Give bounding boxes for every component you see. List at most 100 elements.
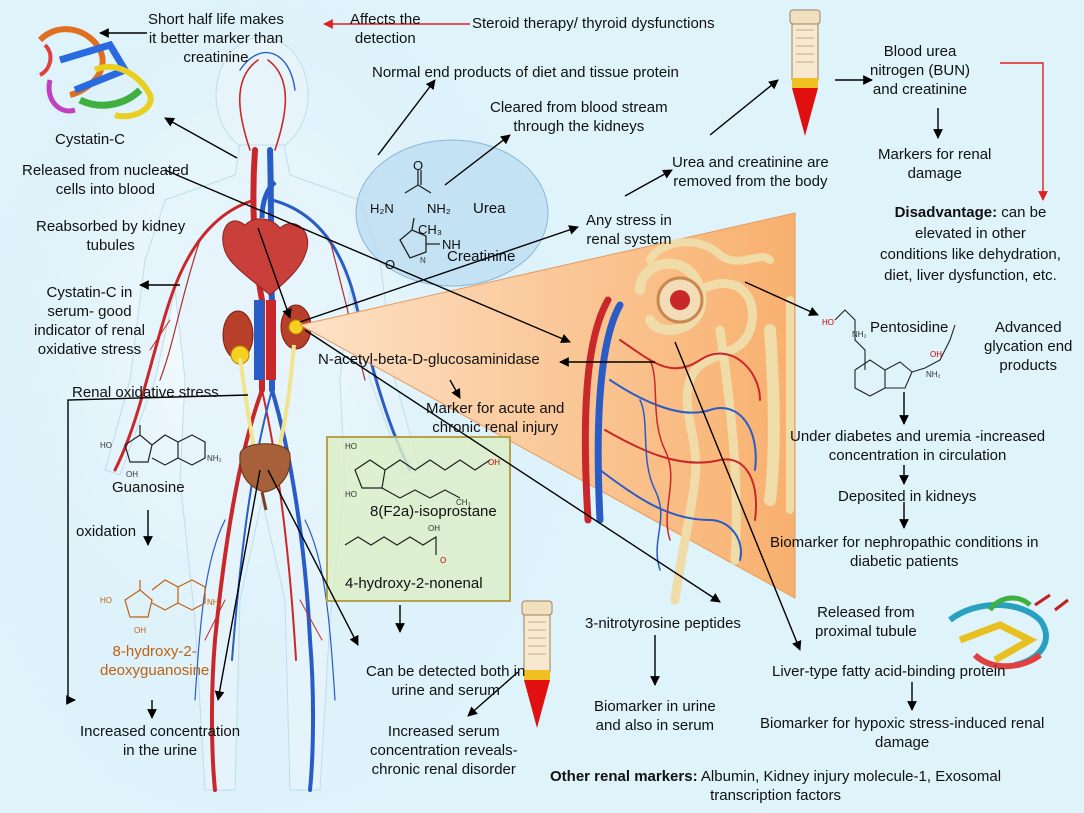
arrow-to-nitrotyrosine (304, 329, 721, 603)
arrow-renal-ox-to-urine (66, 394, 249, 705)
arrow-to-test-tube (709, 79, 779, 136)
ohdg-structure (124, 579, 206, 618)
creatinine-structure (399, 217, 440, 259)
label-normal-end-products: Normal end products of diet and tissue p… (372, 64, 679, 81)
heart-shape (222, 180, 309, 296)
guanosine-atom-oh: OH (126, 470, 138, 479)
label-nephropathic: Biomarker for nephropathic conditions in… (770, 534, 1039, 570)
arrow-normal-end (377, 79, 436, 156)
urea-atom-o: O (413, 158, 424, 173)
label-renal-oxidative-stress: Renal oxidative stress (72, 384, 219, 401)
arrow-marker-acute (449, 379, 461, 399)
label-hne: 4-hydroxy-2-nonenal (345, 575, 483, 592)
cystatin-c-protein-structure (37, 26, 154, 120)
arrow-to-lfabp (674, 341, 802, 651)
label-deposited-kidneys: Deposited in kidneys (838, 488, 977, 505)
test-tube-top (789, 9, 821, 136)
pentosidine-atom-oh: OH (930, 350, 942, 359)
label-nag: N-acetyl-beta-D-glucosaminidase (318, 351, 540, 368)
isoprostane-atom-ho-2: HO (345, 490, 357, 499)
guanosine-structure (124, 425, 206, 466)
ohdg-atom-nh2: NH₂ (207, 598, 222, 607)
lfabp-protein-structure (948, 593, 1069, 670)
creatinine-atom-o: O (385, 257, 396, 272)
label-hypoxic-stress: Biomarker for hypoxic stress-induced ren… (760, 715, 1045, 751)
isoprostane-atom-ch3: CH₃ (456, 498, 471, 507)
arrow-bladder-to-detected (267, 469, 359, 646)
pentosidine-atom-nh2-2: NH₂ (926, 370, 941, 379)
urea-structure (404, 170, 432, 194)
urea-creatinine-bubble (355, 139, 549, 287)
nephron-illustration (581, 238, 794, 605)
hne-atom-oh: OH (428, 524, 440, 533)
arrow-any-stress (299, 225, 579, 323)
arrow-bladder-to-urine (214, 469, 261, 701)
hne-atom-o: O (440, 556, 447, 565)
lipid-peroxidation-box (326, 436, 511, 602)
other-markers-text: Albumin, Kidney injury molecule-1, Exoso… (697, 768, 1002, 804)
label-8-ohdg: 8-hydroxy-2-deoxyguanosine (100, 643, 210, 679)
creatinine-atom-ch3: CH₃ (418, 222, 443, 237)
ohdg-atom-ho: HO (100, 596, 112, 605)
hne-structure (344, 535, 437, 555)
isoprostane-structure (354, 459, 491, 499)
guanosine-atom-ho: HO (100, 441, 112, 450)
label-steroid-therapy: Steroid therapy/ thyroid dysfunctions (472, 15, 715, 32)
arrow-to-cystatin-c (164, 117, 238, 159)
urea-atom-nh2: NH₂ (427, 201, 451, 216)
pentosidine-atom-ho: HO (822, 318, 834, 327)
creatinine-atom-n: N (420, 256, 426, 265)
arrow-to-pentosidine (744, 281, 819, 316)
creatinine-atom-nh: NH (442, 237, 461, 252)
test-tube-bottom (521, 600, 553, 728)
other-renal-markers: Other renal markers: Albumin, Kidney inj… (550, 767, 1001, 805)
arrow-to-increased-serum (467, 671, 519, 717)
arrows (66, 19, 1048, 719)
label-creatinine: Creatinine (447, 248, 516, 265)
label-isoprostane: 8(F2a)-isoprostane (370, 503, 497, 520)
guanosine-atom-nh2: NH₂ (207, 454, 222, 463)
label-cystatin-c: Cystatin-C (55, 131, 126, 148)
arrow-to-removed (624, 169, 673, 197)
arrow-released-to-nag (164, 169, 571, 344)
isoprostane-atom-ho: HO (345, 442, 357, 451)
ohdg-atom-oh: OH (134, 626, 146, 635)
label-pentosidine: Pentosidine (870, 319, 949, 336)
isoprostane-atom-oh: OH (488, 458, 500, 467)
pentosidine-structure (834, 309, 956, 397)
arrow-cleared (444, 134, 511, 186)
arrow-heart-to-kidney (257, 227, 292, 319)
other-markers-label: Other renal markers: (550, 768, 698, 785)
pentosidine-atom-nh2: NH₂ (852, 330, 867, 339)
disadvantage-label: Disadvantage: (894, 204, 998, 221)
label-urea: Urea (473, 200, 506, 217)
urea-atom-h2n: H₂N (370, 201, 394, 216)
label-oxidation: oxidation (76, 523, 137, 540)
label-lfabp: Liver-type fatty acid-binding protein (772, 663, 1006, 680)
label-nitrotyrosine: 3-nitrotyrosine peptides (585, 615, 741, 632)
arrow-disadvantage (1000, 62, 1048, 201)
label-guanosine: Guanosine (112, 479, 185, 496)
